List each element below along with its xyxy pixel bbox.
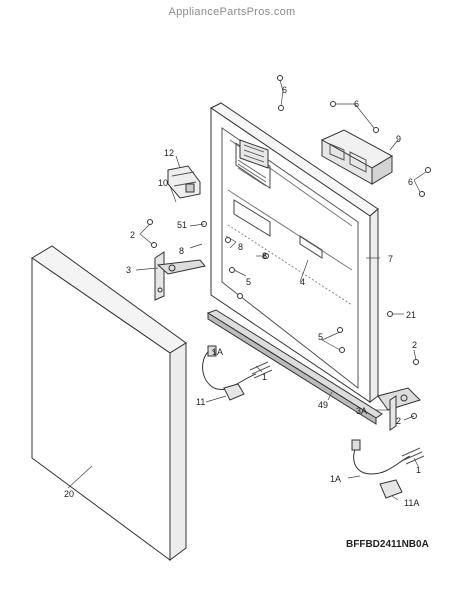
callout-4: 4 bbox=[300, 277, 305, 287]
callout-5-upper: 5 bbox=[246, 277, 251, 287]
callout-2-left: 2 bbox=[130, 230, 135, 240]
callout-20: 20 bbox=[64, 489, 74, 499]
outer-door-panel bbox=[31, 245, 187, 561]
callout-5-lower: 5 bbox=[318, 332, 323, 342]
callout-9: 9 bbox=[396, 134, 401, 144]
diagram-code: BFFBD2411NB0A bbox=[346, 539, 429, 550]
detergent-dispenser bbox=[320, 129, 394, 185]
callout-1a-left: 1A bbox=[212, 347, 223, 357]
callout-3a: 3A bbox=[356, 406, 367, 416]
leader-lines bbox=[67, 79, 427, 501]
right-hinge bbox=[377, 387, 421, 431]
callout-11: 11 bbox=[196, 397, 205, 407]
right-door-cable bbox=[351, 439, 425, 499]
vent-louver bbox=[239, 139, 269, 169]
callout-1-right: 1 bbox=[416, 465, 421, 475]
left-door-cable bbox=[202, 345, 273, 401]
callout-8-left: 8 bbox=[179, 246, 184, 256]
callout-3: 3 bbox=[126, 265, 131, 275]
callout-2-right-upper: 2 bbox=[412, 340, 417, 350]
callout-12: 12 bbox=[164, 148, 174, 158]
left-hinge bbox=[154, 251, 206, 301]
site-watermark: AppliancePartsPros.com bbox=[168, 6, 296, 18]
callout-21: 21 bbox=[406, 310, 416, 320]
callout-10: 10 bbox=[158, 178, 168, 188]
callout-11a: 11A bbox=[404, 498, 419, 508]
callout-7: 7 bbox=[388, 254, 393, 264]
inner-door-frame bbox=[210, 102, 379, 403]
callout-labels: 6 6 9 6 12 10 2 51 8 8 8 3 4 5 7 21 5 2 … bbox=[64, 85, 421, 508]
callout-6-top-right: 6 bbox=[354, 99, 359, 109]
door-latch bbox=[167, 165, 201, 199]
callout-1-left: 1 bbox=[262, 372, 267, 382]
callout-51: 51 bbox=[177, 220, 187, 230]
callout-49: 49 bbox=[318, 400, 328, 410]
callout-2-right-lower: 2 bbox=[396, 416, 401, 426]
callout-6-right: 6 bbox=[408, 177, 413, 187]
callout-8-center: 8 bbox=[238, 242, 243, 252]
callout-6-top-left: 6 bbox=[282, 85, 287, 95]
callout-8-right: 8 bbox=[262, 251, 267, 261]
door-kickplate bbox=[206, 309, 383, 425]
callout-1a-right: 1A bbox=[330, 474, 341, 484]
